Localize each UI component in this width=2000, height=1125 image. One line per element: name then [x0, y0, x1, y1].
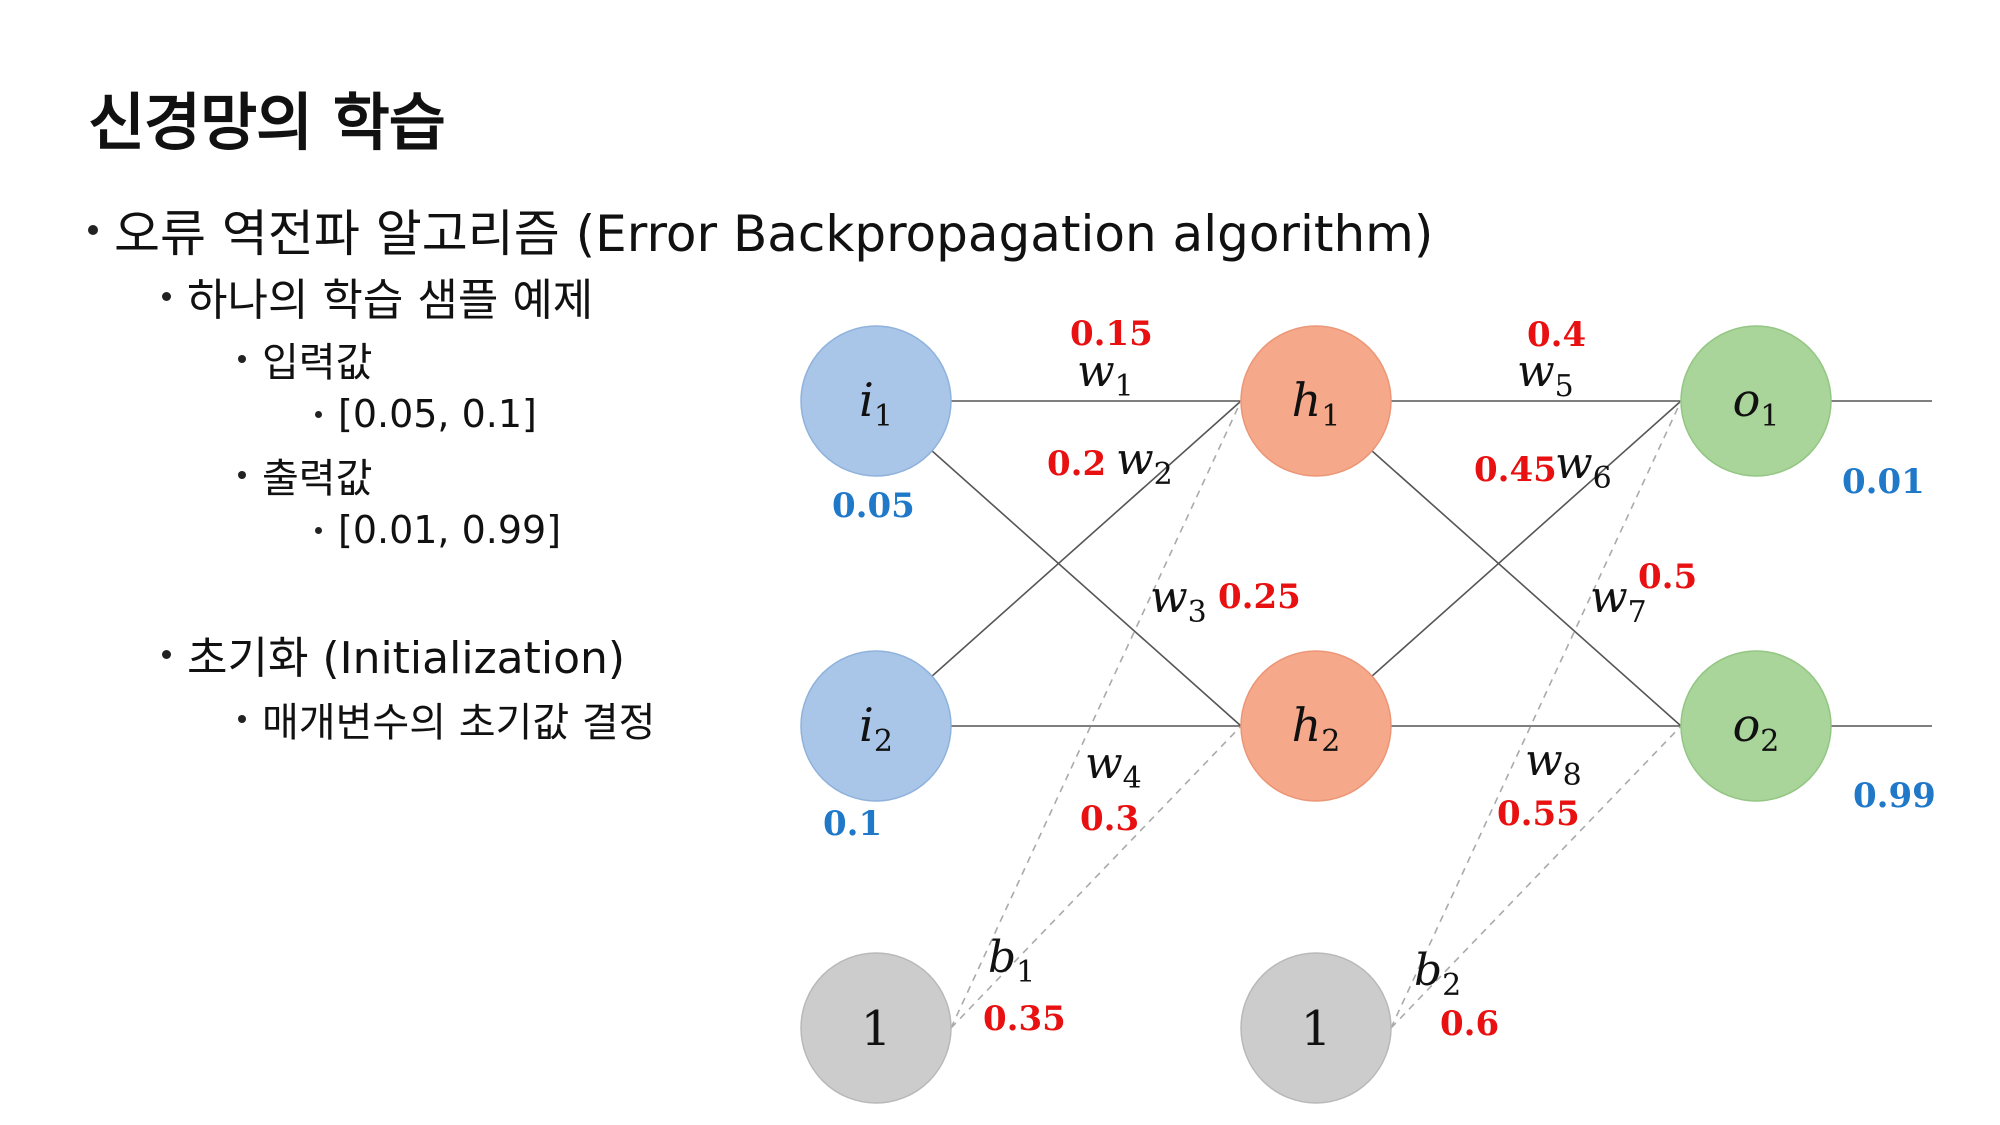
node-bias2: 1: [1240, 952, 1392, 1104]
w6-value: 0.45: [1474, 450, 1557, 490]
o1-target-value: 0.01: [1842, 462, 1925, 502]
edge-b1-h1: [950, 400, 1242, 1029]
bullet-output-values: [0.01, 0.99]: [315, 508, 561, 552]
edge-b2-o1: [1390, 400, 1682, 1029]
bullet-text: 하나의 학습 샘플 예제: [187, 275, 594, 326]
node-i1-label: i1: [859, 373, 893, 434]
node-o1-label: o1: [1733, 373, 1780, 434]
bullet-input-values: [0.05, 0.1]: [315, 392, 537, 436]
bullet-text: 초기화 (Initialization): [187, 633, 626, 684]
node-h1-label: h1: [1292, 373, 1341, 434]
w4-label: w4: [1085, 738, 1142, 796]
bullet-text: 매개변수의 초기값 결정: [262, 700, 656, 746]
node-i1: i1: [800, 325, 952, 477]
edge-b2-o2: [1390, 725, 1682, 1029]
w3-value: 0.25: [1218, 577, 1301, 617]
node-h2: h2: [1240, 650, 1392, 802]
b2-value: 0.6: [1440, 1004, 1499, 1044]
node-h2-label: h2: [1292, 698, 1341, 759]
b2-label: b2: [1414, 945, 1461, 1003]
slide-title: 신경망의 학습: [88, 86, 446, 159]
i2-value: 0.1: [823, 804, 882, 844]
bullet-dot: [88, 225, 98, 235]
node-o1: o1: [1680, 325, 1832, 477]
w8-value: 0.55: [1497, 794, 1580, 834]
bullet-text: [0.05, 0.1]: [338, 392, 537, 436]
w5-value: 0.4: [1527, 315, 1586, 355]
w1-value: 0.15: [1070, 314, 1153, 354]
bullet-sample-example: 하나의 학습 샘플 예제: [162, 264, 593, 328]
edge-b1-h2: [950, 725, 1242, 1029]
w7-label: w7: [1590, 572, 1647, 630]
bullet-dot: [315, 526, 322, 534]
bullet-dot: [162, 649, 171, 659]
b1-value: 0.35: [983, 999, 1066, 1039]
w2-label: w2: [1116, 434, 1173, 492]
node-i2-label: i2: [859, 698, 893, 759]
bullet-param-init: 매개변수의 초기값 결정: [238, 690, 655, 748]
bullet-text: 오류 역전파 알고리즘 (Error Backpropagation algor…: [114, 205, 1434, 263]
node-i2: i2: [800, 650, 952, 802]
bullet-dot: [315, 410, 322, 418]
edge-w2: [875, 400, 1242, 727]
w1-label: w1: [1077, 346, 1134, 404]
bullet-text: [0.01, 0.99]: [338, 508, 562, 552]
bullet-output: 출력값: [238, 446, 372, 504]
b1-label: b1: [988, 932, 1035, 990]
bullet-initialization: 초기화 (Initialization): [162, 622, 625, 686]
bullet-dot: [238, 355, 246, 363]
node-h1: h1: [1240, 325, 1392, 477]
w5-label: w5: [1517, 346, 1574, 404]
bullet-dot: [238, 471, 246, 479]
bullet-dot: [162, 291, 171, 301]
bullet-backprop: 오류 역전파 알고리즘 (Error Backpropagation algor…: [88, 194, 1433, 266]
w2-value: 0.2: [1047, 444, 1106, 484]
bullet-dot: [238, 715, 246, 723]
w3-label: w3: [1150, 572, 1207, 630]
w7-value: 0.5: [1638, 557, 1697, 597]
w6-label: w6: [1555, 438, 1612, 496]
bullet-text: 입력값: [262, 340, 373, 386]
node-o2: o2: [1680, 650, 1832, 802]
node-o2-label: o2: [1733, 698, 1780, 759]
node-bias2-label: 1: [1301, 1001, 1332, 1057]
w4-value: 0.3: [1080, 799, 1139, 839]
bullet-input: 입력값: [238, 330, 372, 388]
edge-w6: [1315, 400, 1682, 727]
w8-label: w8: [1525, 735, 1582, 793]
bullet-text: 출력값: [262, 456, 373, 502]
node-bias1-label: 1: [861, 1001, 892, 1057]
i1-value: 0.05: [832, 486, 915, 526]
o2-target-value: 0.99: [1853, 776, 1936, 816]
node-bias1: 1: [800, 952, 952, 1104]
